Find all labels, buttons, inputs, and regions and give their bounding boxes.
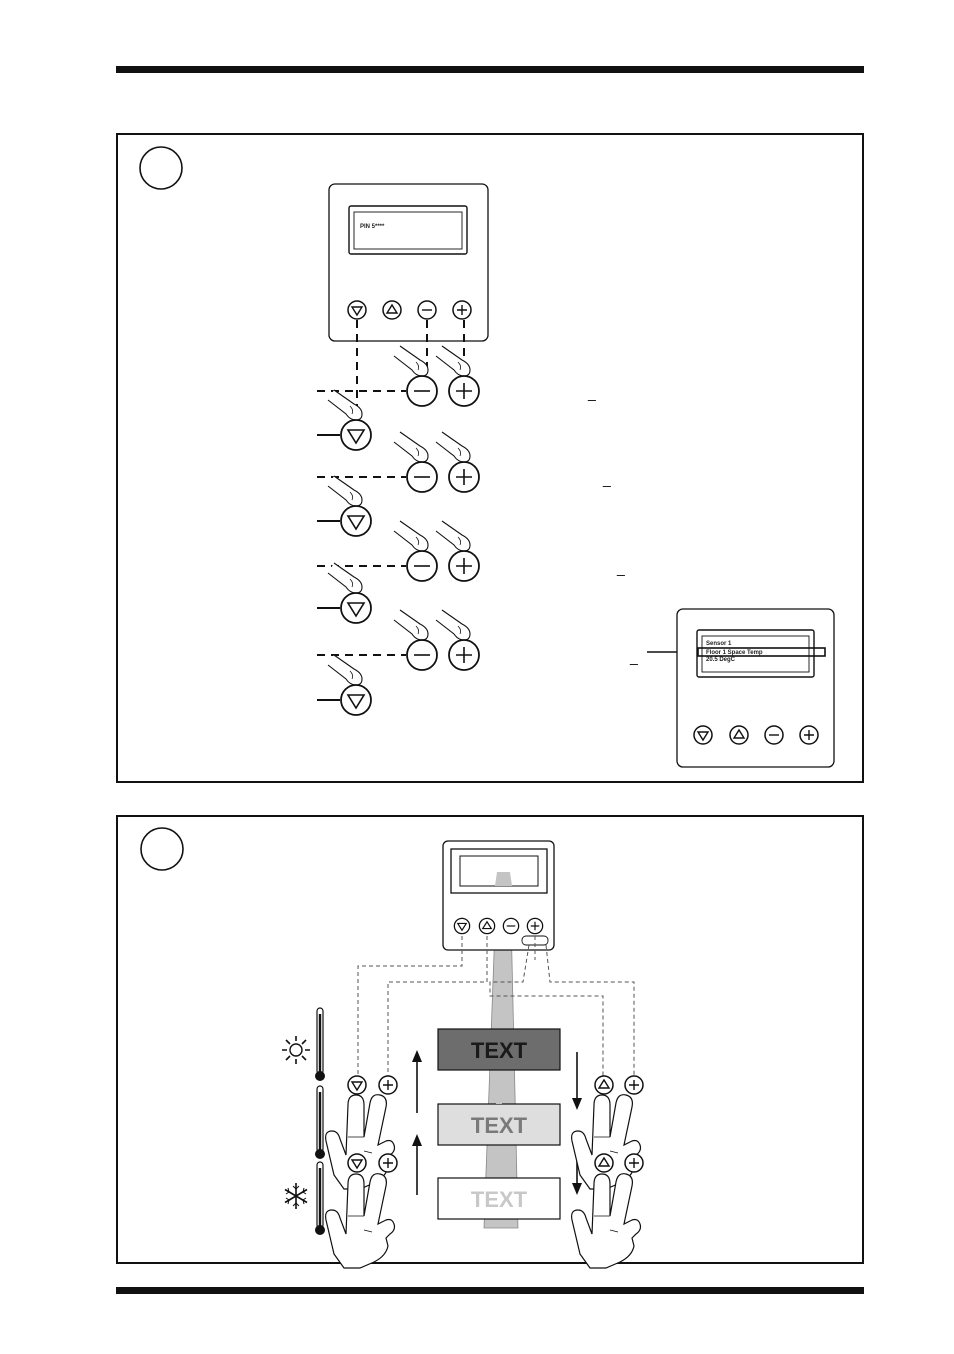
text-box-medium: TEXT — [437, 1103, 561, 1146]
thermometer-icon — [314, 1161, 326, 1236]
plus-button-icon[interactable] — [448, 461, 480, 493]
thermometer-icon — [314, 1085, 326, 1160]
minus-button-icon[interactable] — [406, 461, 438, 493]
plus-button-icon[interactable] — [452, 300, 472, 320]
cursor-underscore: _ — [629, 649, 638, 665]
controller-right: Sensor 1 Floor 1 Space Temp 20.5 DegC — [676, 608, 835, 768]
down-arrow-button-icon[interactable] — [340, 592, 372, 624]
plus-button-icon[interactable] — [448, 550, 480, 582]
step-row-1-press — [317, 389, 372, 451]
step-row-2-press — [317, 475, 372, 537]
up-arrow-button-icon[interactable] — [382, 300, 402, 320]
text-box-label: TEXT — [471, 1113, 528, 1138]
down-arrow-button-icon[interactable] — [347, 1075, 367, 1095]
plus-button-icon[interactable] — [799, 725, 819, 745]
controller-top: PIN 5**** — [328, 183, 489, 342]
figure-panel-1: PIN 5**** _ _ — [116, 133, 864, 783]
minus-button-icon[interactable] — [764, 725, 784, 745]
minus-button-icon[interactable] — [502, 917, 520, 935]
lcd-pin-text: PIN 5**** — [360, 224, 385, 230]
step-row-3-press — [317, 562, 372, 624]
cursor-underscore: _ — [587, 385, 596, 401]
down-arrow-button-icon[interactable] — [453, 917, 471, 935]
footer-rule — [116, 1287, 864, 1294]
minus-button-icon[interactable] — [406, 375, 438, 407]
arrow-down-icon — [572, 1052, 582, 1110]
step-row-3: _ — [317, 520, 625, 582]
arrow-up-icon — [412, 1050, 422, 1113]
highlight-box — [697, 647, 826, 657]
minus-button-icon[interactable] — [406, 550, 438, 582]
controller-bottom — [442, 840, 555, 951]
up-arrow-button-icon[interactable] — [729, 725, 749, 745]
snowflake-icon — [284, 1183, 308, 1209]
figure-panel-2: TEXT TEXT TEXT — [116, 815, 864, 1269]
down-arrow-button-icon[interactable] — [693, 725, 713, 745]
step-number-badge-2 — [140, 827, 184, 871]
arrow-up-icon — [412, 1134, 422, 1195]
down-arrow-button-icon[interactable] — [340, 684, 372, 716]
header-rule — [116, 66, 864, 73]
lcd-line-2: Floor 1 Space Temp — [706, 650, 763, 656]
text-box-light: TEXT — [437, 1177, 561, 1220]
text-box-label: TEXT — [471, 1038, 528, 1063]
step-row-4: _ — [317, 609, 638, 671]
up-arrow-button-icon[interactable] — [594, 1075, 614, 1095]
plus-button-icon[interactable] — [526, 917, 544, 935]
step-number-badge-1 — [139, 146, 183, 190]
down-arrow-button-icon[interactable] — [347, 1153, 367, 1173]
cursor-underscore: _ — [602, 471, 611, 487]
plus-button-icon[interactable] — [378, 1153, 398, 1173]
plus-button-icon[interactable] — [624, 1075, 644, 1095]
minus-button-icon[interactable] — [406, 639, 438, 671]
thermometer-icon — [314, 1007, 326, 1082]
down-arrow-button-icon[interactable] — [340, 419, 372, 451]
text-box-label: TEXT — [471, 1187, 528, 1212]
up-arrow-button-icon[interactable] — [478, 917, 496, 935]
cursor-underscore: _ — [616, 560, 625, 576]
lcd-line-3: 20.5 DegC — [706, 657, 736, 663]
lcd-line-1: Sensor 1 — [706, 641, 732, 647]
plus-button-icon[interactable] — [448, 639, 480, 671]
down-arrow-button-icon[interactable] — [340, 505, 372, 537]
up-arrow-button-icon[interactable] — [594, 1153, 614, 1173]
text-box-dark: TEXT — [437, 1028, 561, 1071]
step-row-1: _ — [317, 345, 596, 407]
sun-icon — [282, 1036, 310, 1064]
plus-button-icon[interactable] — [378, 1075, 398, 1095]
down-arrow-button-icon[interactable] — [347, 300, 367, 320]
step-row-4-press — [317, 654, 372, 716]
minus-button-icon[interactable] — [417, 300, 437, 320]
plus-button-icon[interactable] — [448, 375, 480, 407]
step-row-2: _ — [317, 431, 611, 493]
plus-button-icon[interactable] — [624, 1153, 644, 1173]
